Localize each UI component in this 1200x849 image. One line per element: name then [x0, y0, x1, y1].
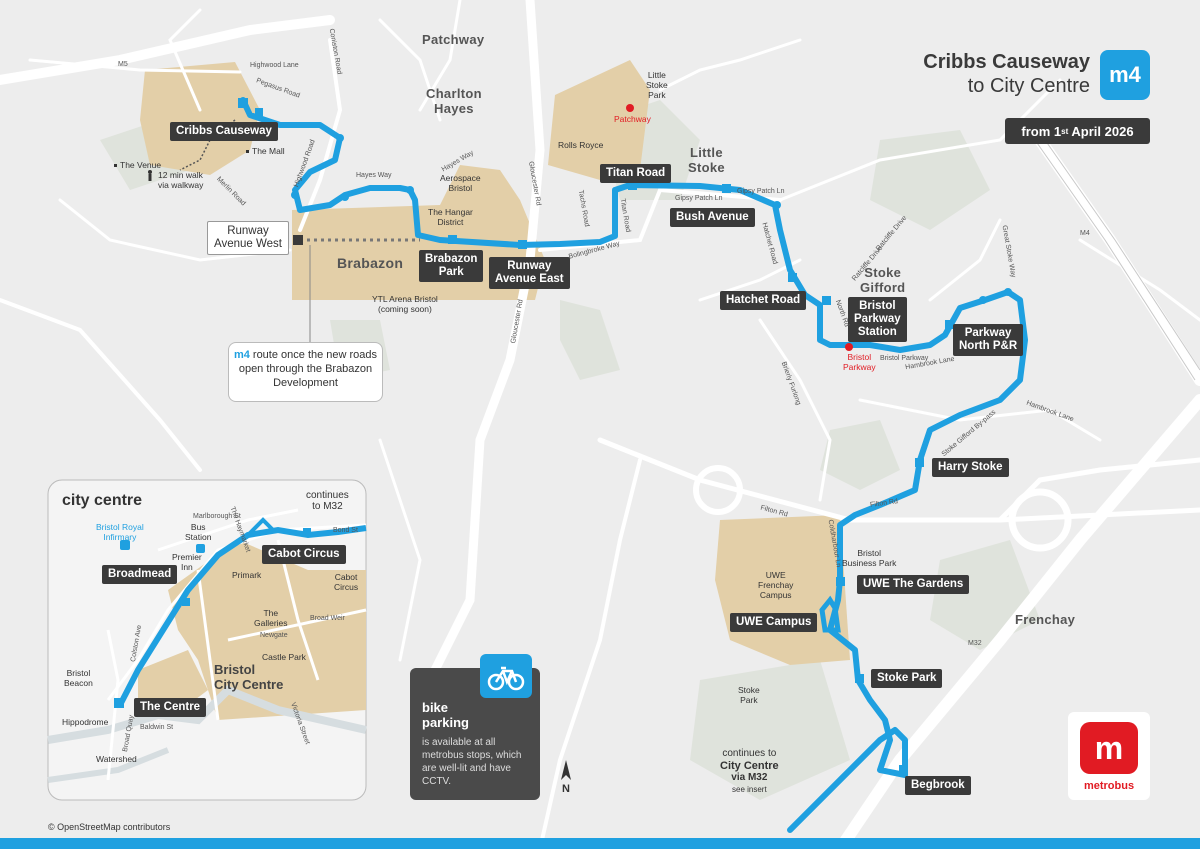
- m4-route-badge: m4: [1100, 50, 1150, 100]
- north-arrow: N: [561, 760, 571, 795]
- poi-ytl-arena: YTL Arena Bristol (coming soon): [372, 294, 438, 314]
- road-m5: M5: [118, 61, 128, 68]
- title-line-2: to City Centre: [967, 75, 1090, 97]
- stop-marker-titan: [628, 181, 637, 190]
- inset-stop-cabot: [303, 528, 311, 536]
- m4-route-line: [240, 97, 1028, 833]
- poi-bristol-business-park: Bristol Business Park: [842, 548, 897, 568]
- stop-uwe-campus[interactable]: UWE Campus: [730, 613, 818, 632]
- stop-bush-avenue[interactable]: Bush Avenue: [670, 208, 755, 227]
- area-charlton-hayes: Charlton Hayes: [426, 86, 482, 116]
- stop-runway-avenue-west[interactable]: Runway Avenue West: [207, 221, 289, 255]
- road-bristol-parkway: Bristol Parkway: [880, 355, 929, 362]
- road-m4: M4: [1080, 230, 1090, 237]
- stop-marker-harry-stoke: [915, 458, 924, 467]
- stop-marker-parkway-station: [822, 296, 831, 305]
- stop-uwe-the-gardens[interactable]: UWE The Gardens: [857, 575, 970, 594]
- stop-marker-parkway-np: [945, 320, 954, 329]
- poi-patchway-station: Patchway: [614, 114, 651, 124]
- north-label: N: [562, 783, 570, 795]
- stop-hatchet-road[interactable]: Hatchet Road: [720, 291, 807, 310]
- poi-stoke-park-green: Stoke Park: [738, 685, 760, 705]
- date-prefix: from 1: [1021, 123, 1062, 139]
- bike-parking-panel: bike parking is available at all metrobu…: [410, 654, 540, 800]
- inset-stop-centre: [114, 698, 124, 708]
- date-suffix-sup: st: [1061, 126, 1069, 136]
- rail-station-icons: [626, 104, 853, 351]
- rail-icon-bristol-parkway: [845, 343, 853, 351]
- bike-parking-title: bike parking: [422, 700, 469, 730]
- walking-person-icon: [148, 170, 152, 181]
- area-stoke-gifford: Stoke Gifford: [860, 265, 906, 295]
- road-gipsy-patch-ln: Gipsy Patch Ln: [675, 195, 723, 202]
- area-frenchay: Frenchay: [1015, 612, 1076, 627]
- stop-marker-runway-west: [293, 235, 303, 245]
- stop-marker-uwe-gardens: [836, 577, 845, 586]
- bottom-accent-bar: [0, 838, 1200, 849]
- area-little-stoke: Little Stoke: [688, 145, 725, 175]
- continues-line-2: City Centre: [720, 760, 779, 772]
- continues-line-3: via M32: [731, 772, 768, 783]
- metrobus-logo-text: metrobus: [1083, 780, 1135, 792]
- stop-marker-cribbs: [238, 98, 248, 108]
- poi-little-stoke-park: Little Stoke Park: [646, 70, 668, 100]
- stop-marker-stoke-park: [855, 674, 864, 683]
- poi-the-venue: The Venue: [114, 160, 161, 170]
- stop-parkway-north-pr[interactable]: Parkway North P&R: [953, 324, 1024, 356]
- stop-marker-brabazon-park: [448, 235, 457, 244]
- area-patchway: Patchway: [422, 32, 485, 47]
- stop-markers: [238, 98, 1012, 774]
- bicycle-icon: [480, 654, 532, 698]
- stop-stoke-park[interactable]: Stoke Park: [871, 669, 943, 688]
- stop-runway-avenue-east[interactable]: Runway Avenue East: [489, 257, 570, 289]
- poi-aerospace-bristol: Aerospace Bristol: [440, 173, 481, 193]
- title-line-1: Cribbs Causeway: [923, 51, 1090, 73]
- poi-walk-time: 12 min walk: [158, 170, 203, 180]
- poi-walk-via: via walkway: [158, 180, 204, 190]
- poi-bristol-parkway: Bristol Parkway: [843, 352, 876, 372]
- brabazon-route-note: m4 route once the new roads open through…: [228, 342, 383, 402]
- stop-marker-cribbs-2: [255, 108, 263, 116]
- inset-stop-broadmead: [182, 598, 190, 606]
- stop-marker-bush: [722, 184, 731, 193]
- road-hayes-way: Hayes Way: [356, 172, 392, 179]
- stop-brabazon-park[interactable]: Brabazon Park: [419, 250, 484, 282]
- north-arrow-icon: [561, 760, 571, 780]
- stop-marker-begbrook: [899, 765, 908, 774]
- stop-harry-stoke[interactable]: Harry Stoke: [932, 458, 1009, 477]
- inset-map-drawing: [47, 479, 367, 801]
- bike-parking-body: is available at all metrobus stops, whic…: [422, 737, 522, 787]
- stop-titan-road[interactable]: Titan Road: [600, 164, 672, 183]
- continues-line-1: continues to: [722, 748, 777, 759]
- note-route-prefix: m4: [233, 349, 250, 361]
- metrobus-logo: m metrobus: [1068, 712, 1150, 800]
- motorways: [693, 139, 1200, 552]
- date-suffix: April 2026: [1068, 123, 1134, 139]
- poi-hangar-district: The Hangar District: [428, 207, 473, 227]
- map-title: Cribbs Causeway to City Centre: [923, 50, 1090, 98]
- area-brabazon: Brabazon: [337, 255, 404, 271]
- poi-rolls-royce: Rolls Royce: [558, 140, 604, 150]
- stop-cribbs-causeway[interactable]: Cribbs Causeway: [170, 122, 278, 141]
- rail-icon-patchway: [626, 104, 634, 112]
- continues-note: continues to City Centre via M32 see ins…: [720, 748, 779, 796]
- poi-uwe-frenchay-campus: UWE Frenchay Campus: [758, 570, 794, 600]
- attribution: © OpenStreetMap contributors: [48, 822, 171, 832]
- continues-line-4: see insert: [732, 785, 767, 794]
- poi-the-mall: The Mall: [246, 146, 285, 156]
- stop-begbrook[interactable]: Begbrook: [905, 776, 971, 795]
- metrobus-logo-mark: m: [1080, 722, 1138, 774]
- stop-marker-hatchet: [788, 273, 797, 282]
- stop-bristol-parkway-station[interactable]: Bristol Parkway Station: [848, 297, 907, 342]
- stop-marker-runway-east: [518, 240, 527, 249]
- road-highwood-lane: Highwood Lane: [250, 62, 299, 69]
- road-gipsy-patch-ln-2: Gipsy Patch Ln: [737, 188, 785, 195]
- road-m32: M32: [968, 640, 982, 647]
- m4-route-loop-uwe: [819, 595, 841, 633]
- note-route-text: route once the new roads open through th…: [238, 349, 378, 389]
